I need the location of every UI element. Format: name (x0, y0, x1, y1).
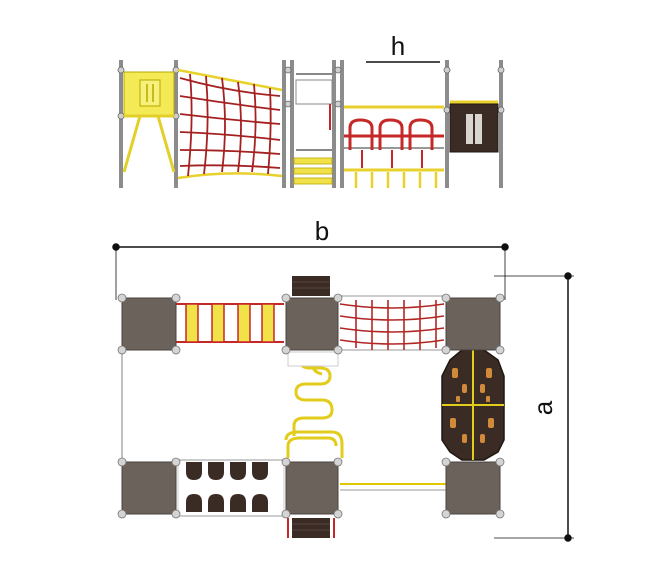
plan-view: b a (112, 216, 574, 542)
depth-label: a (528, 400, 558, 415)
octagon-climber-plan (441, 344, 505, 462)
dark-panel-elevation (449, 100, 499, 153)
yellow-panel-elevation (122, 71, 176, 173)
plan-posts (117, 293, 505, 519)
height-dimension: h (366, 31, 440, 63)
deck-platforms (121, 297, 501, 515)
dark-caps-plan (287, 276, 335, 538)
net-bridge-plan (338, 295, 446, 351)
rope-net-elevation (177, 68, 283, 180)
side-elevation: h (117, 31, 505, 188)
middle-tower-elevation (293, 73, 333, 185)
height-label: h (391, 31, 405, 61)
elevation-posts (119, 60, 503, 188)
width-dimension (112, 243, 509, 300)
depth-dimension (494, 272, 574, 542)
seats-plan (177, 459, 285, 517)
width-label: b (315, 216, 329, 246)
curved-climber-plan (284, 352, 344, 458)
red-arches-elevation (344, 105, 444, 188)
ladder-plan (176, 302, 284, 343)
